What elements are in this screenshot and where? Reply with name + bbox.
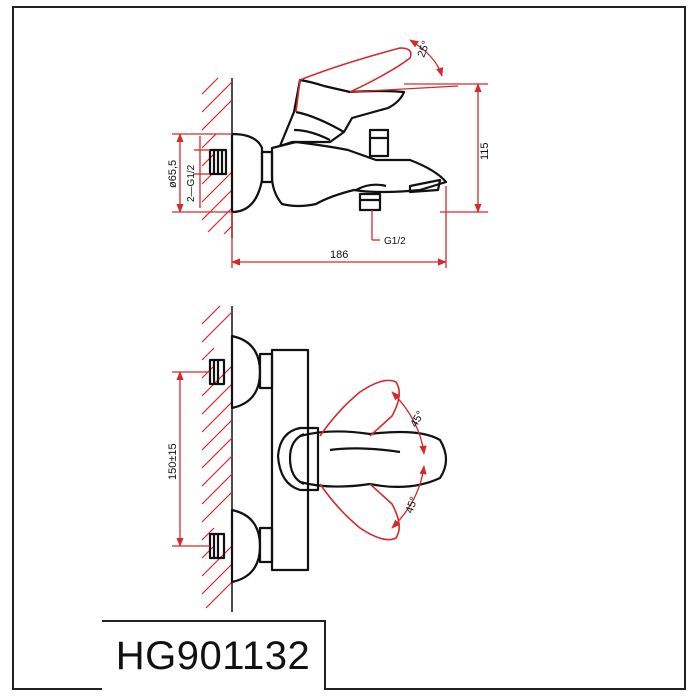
dim-angle-top: 45°: [408, 409, 427, 429]
dim-diameter: ø65,5: [167, 160, 179, 188]
model-label-box: HG901132: [102, 620, 326, 690]
dim-length-186: 186: [330, 249, 348, 261]
faucet-front-outline: [208, 334, 448, 584]
dim-inlet-thread: 2—G1/2: [186, 164, 197, 202]
faucet-side-outline: [208, 78, 448, 214]
front-dimensions: [172, 371, 427, 547]
dim-angle-bottom: 45°: [404, 495, 421, 515]
lever-rotated-ghost: [295, 47, 412, 113]
dim-center-distance: 150±15: [167, 443, 179, 480]
drawing-frame: [12, 6, 686, 690]
front-view: 150±15 45° 45°: [167, 305, 448, 612]
side-view: 25° 115 ø65,5 2—G1/2 G1/2 186: [167, 39, 491, 268]
dim-outlet-thread: G1/2: [384, 236, 406, 247]
model-number: HG901132: [115, 633, 311, 678]
lever-rotation-ghosts: [319, 379, 400, 541]
side-dimensions: [172, 39, 488, 268]
dim-height-115: 115: [479, 142, 491, 160]
dim-angle-side: 25°: [416, 39, 433, 59]
wall-hatch-front: [201, 305, 233, 612]
